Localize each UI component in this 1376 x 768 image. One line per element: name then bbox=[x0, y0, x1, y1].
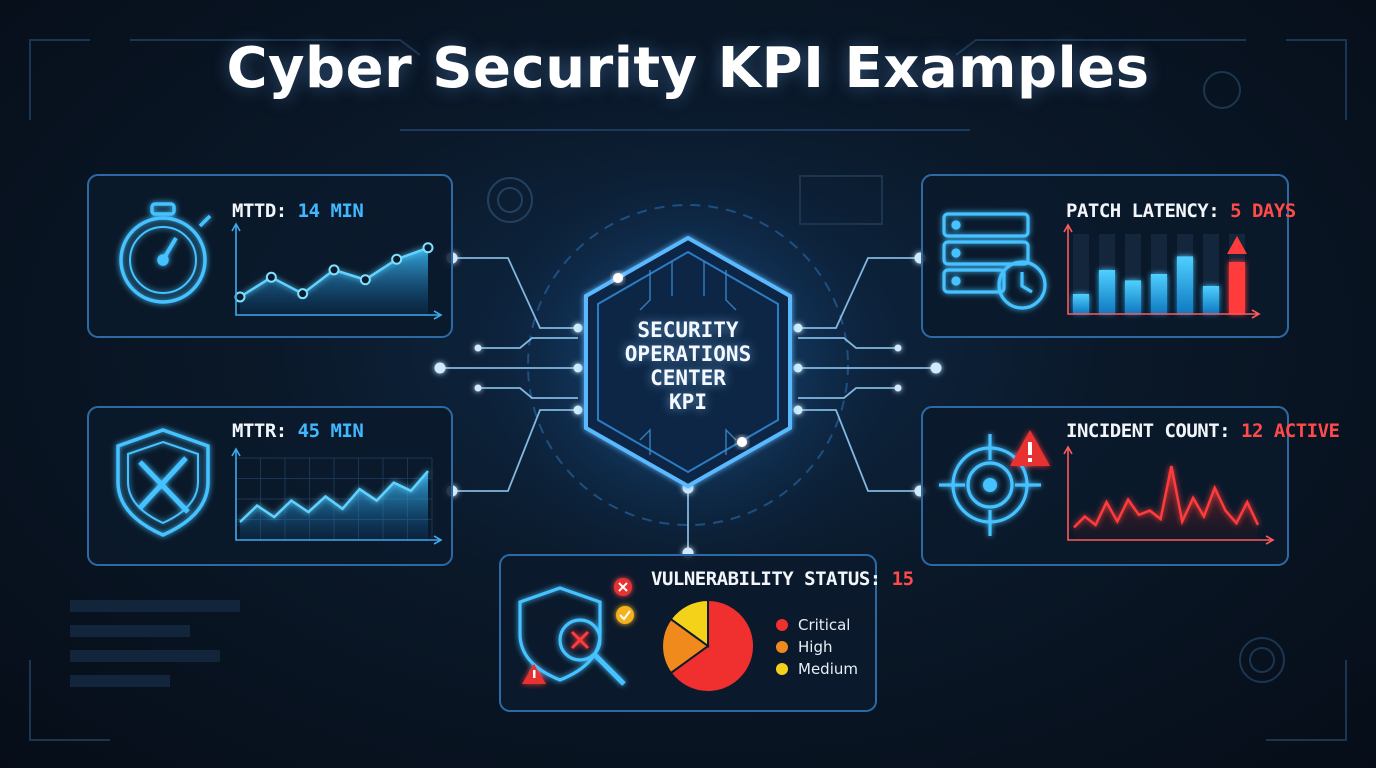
series-area bbox=[240, 471, 428, 540]
connector-lines bbox=[440, 257, 936, 553]
target-alert-icon bbox=[939, 430, 1050, 536]
stopwatch-icon bbox=[119, 202, 212, 304]
vulnerability-label: VULNERABILITY STATUS: bbox=[651, 568, 892, 590]
data-point bbox=[297, 288, 309, 300]
pie-slice-critical bbox=[669, 598, 756, 693]
vulnerability-pie-chart bbox=[661, 598, 756, 693]
bar bbox=[1228, 262, 1246, 314]
page-title: Cyber Security KPI Examples bbox=[226, 36, 1150, 101]
patch-latency-value: 5 DAYS bbox=[1230, 200, 1296, 222]
y-axis-arrow bbox=[1063, 223, 1073, 233]
legend-item-medium: Medium bbox=[776, 658, 858, 680]
bar bbox=[1124, 280, 1142, 314]
x-axis-arrow bbox=[433, 535, 443, 545]
data-point bbox=[265, 271, 277, 283]
mttd-title: MTTD: 14 MIN bbox=[232, 200, 364, 222]
series-area bbox=[1074, 466, 1258, 540]
vulnerability-title: VULNERABILITY STATUS: 15 bbox=[651, 568, 914, 590]
patch-latency-title: PATCH LATENCY: 5 DAYS bbox=[1066, 200, 1296, 222]
mttr-label: MTTR: bbox=[232, 420, 298, 442]
mttr-area-chart bbox=[231, 447, 443, 545]
mttr-title: MTTR: 45 MIN bbox=[232, 420, 364, 442]
x-axis-arrow bbox=[1265, 535, 1275, 545]
incident-count-value: 12 ACTIVE bbox=[1241, 420, 1340, 442]
y-axis-arrow bbox=[1063, 445, 1073, 455]
legend-swatch-critical bbox=[776, 619, 788, 631]
y-axis-arrow bbox=[231, 222, 241, 232]
bar bbox=[1202, 286, 1220, 314]
legend-swatch-medium bbox=[776, 663, 788, 675]
mttd-label: MTTD: bbox=[232, 200, 298, 222]
bar bbox=[1150, 274, 1168, 314]
pie-slice-high bbox=[661, 617, 710, 675]
hub-ring bbox=[527, 204, 849, 526]
pie-slice-medium bbox=[669, 598, 709, 648]
data-point bbox=[391, 253, 403, 265]
patch-latency-label: PATCH LATENCY: bbox=[1066, 200, 1231, 222]
hub-line-2: OPERATIONS bbox=[624, 342, 752, 366]
incident-count-title: INCIDENT COUNT: 12 ACTIVE bbox=[1066, 420, 1340, 442]
data-point bbox=[359, 274, 371, 286]
shield-magnifier-icon bbox=[518, 578, 634, 686]
chart-axes bbox=[1067, 226, 1258, 315]
bar bbox=[1072, 294, 1090, 314]
hub-hexagon bbox=[584, 235, 792, 489]
legend-label-high: High bbox=[798, 638, 833, 656]
y-axis-arrow bbox=[231, 447, 241, 457]
chart-axes bbox=[1067, 448, 1272, 541]
legend-label-medium: Medium bbox=[798, 660, 858, 678]
chart-axes bbox=[235, 450, 440, 541]
data-point bbox=[234, 291, 246, 303]
series-area bbox=[240, 247, 428, 315]
hub-line-1: SECURITY bbox=[637, 318, 739, 342]
vulnerability-value: 15 bbox=[891, 568, 914, 590]
data-point bbox=[422, 242, 434, 254]
mttr-value: 45 MIN bbox=[297, 420, 364, 442]
mttd-area-chart bbox=[231, 222, 443, 320]
legend-item-critical: Critical bbox=[776, 614, 858, 636]
patch-latency-bar-chart bbox=[1063, 223, 1261, 319]
bar bbox=[1176, 256, 1194, 314]
incident-count-label: INCIDENT COUNT: bbox=[1066, 420, 1242, 442]
hub-line-4: KPI bbox=[669, 390, 707, 414]
hub-line-3: CENTER bbox=[650, 366, 726, 390]
bar bbox=[1098, 270, 1116, 314]
series-line bbox=[239, 470, 429, 523]
series-line bbox=[1073, 465, 1260, 529]
x-axis-arrow bbox=[1251, 309, 1261, 319]
background-decoration bbox=[29, 39, 1347, 741]
shield-wrench-icon bbox=[116, 428, 210, 537]
vulnerability-legend: Critical High Medium bbox=[776, 614, 858, 680]
legend-item-high: High bbox=[776, 636, 858, 658]
legend-swatch-high bbox=[776, 641, 788, 653]
data-point bbox=[328, 264, 340, 276]
chart-axes bbox=[235, 225, 440, 316]
hub-label: SECURITY OPERATIONS CENTER KPI bbox=[600, 318, 776, 414]
legend-label-critical: Critical bbox=[798, 616, 851, 634]
warning-icon bbox=[1227, 236, 1247, 254]
x-axis-arrow bbox=[433, 310, 443, 320]
mttd-value: 14 MIN bbox=[297, 200, 364, 222]
server-clock-icon bbox=[942, 212, 1047, 310]
incident-count-line-chart bbox=[1063, 445, 1275, 545]
